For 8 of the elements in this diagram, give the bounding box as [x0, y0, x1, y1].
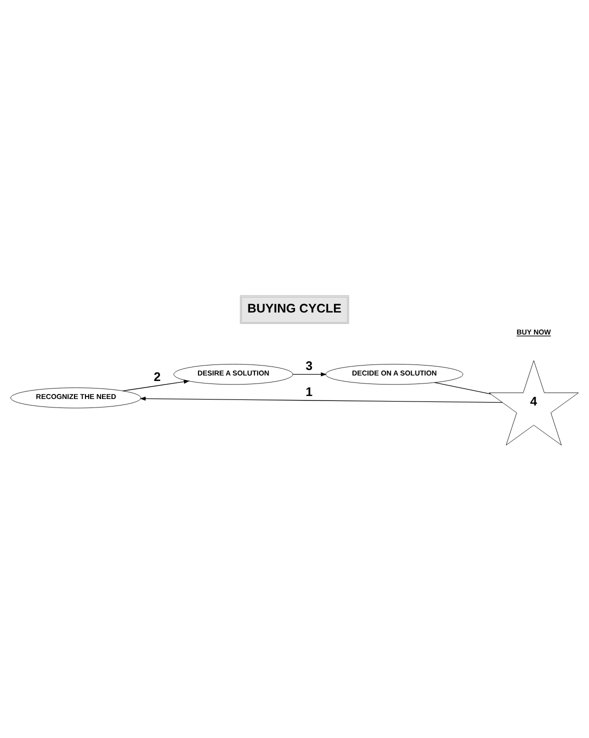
arrow — [122, 379, 190, 391]
arrow — [140, 396, 503, 402]
diagram-title: BUYING CYCLE — [247, 300, 342, 315]
edge-label: 3 — [306, 358, 313, 373]
connector — [434, 382, 492, 394]
arrow — [292, 372, 327, 376]
edge-label: 1 — [306, 384, 313, 398]
edge-label: 2 — [154, 370, 161, 384]
